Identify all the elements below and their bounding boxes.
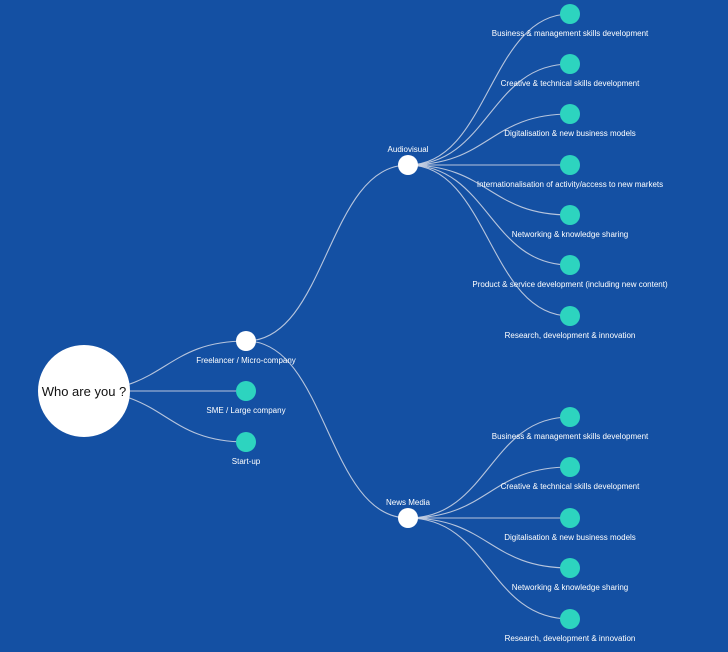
node-label: Digitalisation & new business models	[504, 533, 636, 542]
node-label: Digitalisation & new business models	[504, 129, 636, 138]
tree-node-freelancer-micro-company[interactable]: Freelancer / Micro-company	[196, 331, 296, 365]
leaf-node-circle[interactable]	[236, 432, 256, 452]
leaf-node-circle[interactable]	[560, 4, 580, 24]
tree-node-digitalisation-and-new-business-models[interactable]: Digitalisation & new business models	[504, 508, 636, 542]
tree-node-start-up[interactable]: Start-up	[232, 432, 261, 466]
expanded-node-circle[interactable]	[398, 508, 418, 528]
node-label: Start-up	[232, 457, 261, 466]
leaf-node-circle[interactable]	[560, 609, 580, 629]
tree-node-product-and-service-development-including-new-content[interactable]: Product & service development (including…	[472, 255, 668, 289]
leaf-node-circle[interactable]	[560, 558, 580, 578]
expanded-node-circle[interactable]	[236, 331, 256, 351]
node-label: SME / Large company	[206, 406, 285, 415]
leaf-node-circle[interactable]	[560, 255, 580, 275]
expanded-node-circle[interactable]	[398, 155, 418, 175]
node-label: Audiovisual	[388, 145, 429, 154]
root-node[interactable]: Who are you ?	[38, 345, 130, 437]
tree-link	[407, 466, 571, 519]
tree-node-research-development-and-innovation[interactable]: Research, development & innovation	[505, 306, 636, 340]
tree-node-networking-and-knowledge-sharing[interactable]: Networking & knowledge sharing	[512, 205, 629, 239]
leaf-node-circle[interactable]	[560, 407, 580, 427]
tree-link	[407, 416, 571, 519]
tree-link	[245, 164, 409, 342]
node-label: Internationalisation of activity/access …	[477, 180, 663, 189]
tree-node-business-and-management-skills-development[interactable]: Business & management skills development	[492, 407, 649, 441]
tree-link	[407, 113, 571, 166]
tree-link	[407, 517, 571, 569]
tree-node-news-media[interactable]: News Media	[386, 498, 431, 528]
tree-node-creative-and-technical-skills-development[interactable]: Creative & technical skills development	[501, 457, 641, 491]
node-label: Product & service development (including…	[472, 280, 668, 289]
tree-node-digitalisation-and-new-business-models[interactable]: Digitalisation & new business models	[504, 104, 636, 138]
node-label: Creative & technical skills development	[501, 482, 641, 491]
leaf-node-circle[interactable]	[560, 205, 580, 225]
tree-node-business-and-management-skills-development[interactable]: Business & management skills development	[492, 4, 649, 38]
tree-link	[407, 164, 571, 216]
links-layer	[83, 13, 571, 620]
tree-link	[407, 517, 571, 620]
root-circle[interactable]	[38, 345, 130, 437]
node-label: Research, development & innovation	[505, 331, 636, 340]
node-label: Freelancer / Micro-company	[196, 356, 296, 365]
node-label: Business & management skills development	[492, 29, 649, 38]
tree-node-creative-and-technical-skills-development[interactable]: Creative & technical skills development	[501, 54, 641, 88]
leaf-node-circle[interactable]	[560, 508, 580, 528]
leaf-node-circle[interactable]	[560, 457, 580, 477]
node-label: News Media	[386, 498, 431, 507]
leaf-node-circle[interactable]	[560, 306, 580, 326]
tree-link	[407, 63, 571, 166]
nodes-layer: Who are you ? Freelancer / Micro-company A…	[38, 4, 668, 643]
tree-node-networking-and-knowledge-sharing[interactable]: Networking & knowledge sharing	[512, 558, 629, 592]
node-label: Networking & knowledge sharing	[512, 583, 629, 592]
tree-link	[245, 340, 409, 519]
root-label: Who are you ?	[42, 384, 127, 399]
tree-node-research-development-and-innovation[interactable]: Research, development & innovation	[505, 609, 636, 643]
tree-node-audiovisual[interactable]: Audiovisual	[388, 145, 429, 175]
node-label: Research, development & innovation	[505, 634, 636, 643]
tree-node-sme-large-company[interactable]: SME / Large company	[206, 381, 286, 415]
node-label: Business & management skills development	[492, 432, 649, 441]
leaf-node-circle[interactable]	[236, 381, 256, 401]
tree-link	[407, 164, 571, 266]
tree-link	[407, 13, 571, 166]
leaf-node-circle[interactable]	[560, 54, 580, 74]
node-label: Creative & technical skills development	[501, 79, 641, 88]
node-label: Networking & knowledge sharing	[512, 230, 629, 239]
leaf-node-circle[interactable]	[560, 104, 580, 124]
tree-link	[407, 164, 571, 317]
leaf-node-circle[interactable]	[560, 155, 580, 175]
tree-node-internationalisation-of-activity-access-to-new-markets[interactable]: Internationalisation of activity/access …	[477, 155, 663, 189]
